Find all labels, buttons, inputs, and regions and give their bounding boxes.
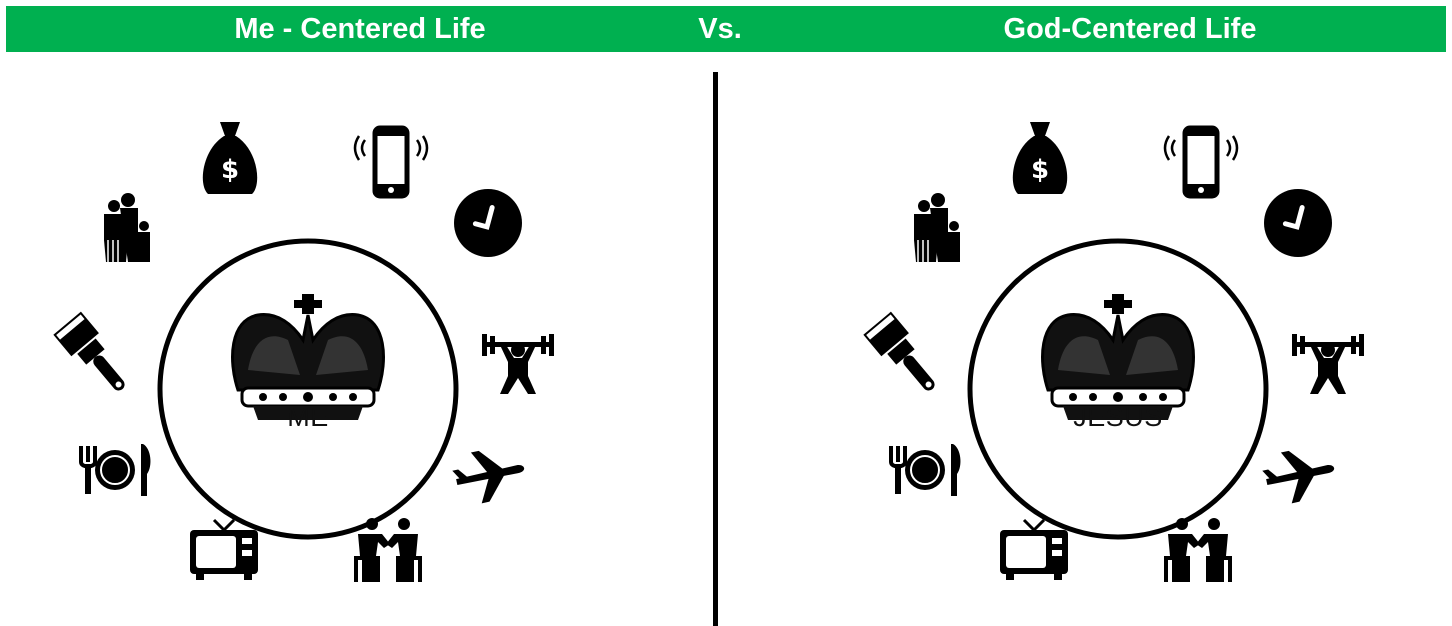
airplane-icon <box>452 450 525 504</box>
center-divider <box>713 72 718 626</box>
dining-icon <box>79 444 151 496</box>
center-label: JESUS <box>1073 402 1163 432</box>
airplane-icon <box>1262 450 1335 504</box>
me-centered-diagram: $ <box>53 122 554 582</box>
tv-icon <box>1000 518 1068 580</box>
phone-icon <box>1163 125 1239 199</box>
conversation-icon <box>1164 518 1232 582</box>
me-centered-panel: $ <box>40 60 600 626</box>
center-circle <box>967 238 1269 540</box>
clock-icon <box>1264 189 1332 257</box>
money-bag-icon: $ <box>202 122 258 194</box>
conversation-icon <box>354 518 422 582</box>
left-title: Me - Centered Life <box>234 13 486 45</box>
god-centered-diagram: $ <box>863 122 1364 582</box>
weightlifter-icon <box>482 334 554 394</box>
vs-label: Vs. <box>698 13 742 45</box>
god-centered-panel: $ <box>850 60 1410 626</box>
svg-text:$: $ <box>1031 155 1049 185</box>
center-circle <box>157 238 459 540</box>
family-icon <box>104 193 150 262</box>
right-title: God-Centered Life <box>1003 13 1257 45</box>
svg-text:$: $ <box>221 155 239 185</box>
family-icon <box>914 193 960 262</box>
crown-icon <box>1041 294 1195 420</box>
title-banner <box>6 6 1446 52</box>
phone-icon <box>353 125 429 199</box>
crown-icon <box>231 294 385 420</box>
tv-icon <box>190 518 258 580</box>
weightlifter-icon <box>1292 334 1364 394</box>
money-bag-icon: $ <box>1012 122 1068 194</box>
center-label: ME <box>287 402 329 432</box>
paintbrush-icon <box>53 311 125 391</box>
paintbrush-icon <box>863 311 935 391</box>
clock-icon <box>454 189 522 257</box>
dining-icon <box>889 444 961 496</box>
